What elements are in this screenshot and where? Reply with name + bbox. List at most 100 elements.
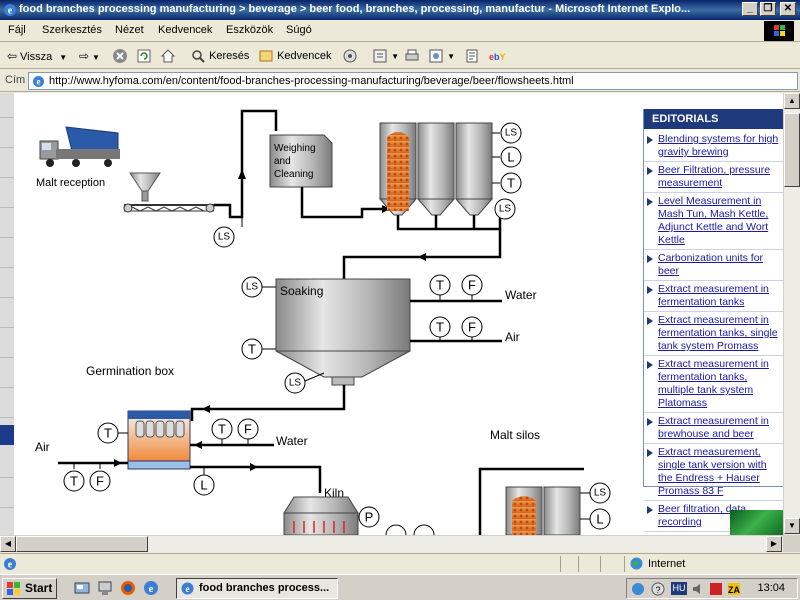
scroll-up-button[interactable]: ▲ <box>784 93 800 109</box>
left-frame-strip <box>0 93 14 535</box>
editorial-link[interactable]: Extract measurement in brewhouse and bee… <box>644 413 783 444</box>
editorial-link[interactable]: Beer Filtration, pressure measurement <box>644 162 783 193</box>
svg-text:LS: LS <box>289 378 302 389</box>
level-switch-badge <box>284 372 306 394</box>
vertical-scroll-thumb[interactable] <box>784 113 800 187</box>
scroll-down-button[interactable]: ▼ <box>784 518 800 534</box>
level-switch-badge <box>241 276 263 298</box>
stop-icon <box>113 49 127 64</box>
windows-logo-icon <box>764 21 794 41</box>
menu-edit[interactable]: Szerkesztés <box>42 24 102 36</box>
ebay-button[interactable]: ebY <box>488 47 506 65</box>
home-button[interactable] <box>160 47 176 65</box>
soaking-label: Soaking <box>280 284 323 298</box>
refresh-button[interactable] <box>136 47 152 65</box>
status-bar: e Internet <box>0 553 800 573</box>
air-label: Air <box>505 330 520 344</box>
editorial-link[interactable]: Extract measurement in fermentation tank… <box>644 312 783 356</box>
stop-button[interactable] <box>112 47 128 65</box>
toolbar: ⇦Vissza ▼ ⇨▼ Keresés Kedvencek ▼ ▼ ebY <box>0 43 800 69</box>
tray-antivirus-icon[interactable] <box>709 582 723 596</box>
close-button[interactable]: ✕ <box>780 2 796 16</box>
maximize-button[interactable]: ❐ <box>760 2 776 16</box>
vertical-scrollbar[interactable]: ▲ ▼ <box>783 93 800 535</box>
editorial-link[interactable]: Level Measurement in Mash Tun, Mash Kett… <box>644 193 783 250</box>
history-button[interactable]: ▼ <box>372 47 399 65</box>
scrollbar-corner <box>783 535 800 552</box>
malt-reception-label: Malt reception <box>36 177 105 189</box>
horizontal-scroll-thumb[interactable] <box>16 536 148 552</box>
temperature-badge <box>429 274 451 296</box>
editorial-link[interactable]: Food grade lubricants Brewery <box>644 532 783 535</box>
page-viewport: Malt reception Weighing and Cleaning <box>0 93 783 535</box>
scroll-left-button[interactable]: ◀ <box>0 536 16 552</box>
editorial-link[interactable]: Carbonization units for beer <box>644 250 783 281</box>
show-desktop-icon[interactable] <box>74 580 90 596</box>
temperature-badge <box>429 316 451 338</box>
ebay-icon: ebY <box>489 52 506 62</box>
level-badge <box>589 508 611 530</box>
editorial-link[interactable]: Beer filtration, data recording <box>644 501 783 532</box>
menu-help[interactable]: Súgó <box>286 24 312 36</box>
temperature-badge <box>500 172 522 194</box>
editorial-link[interactable]: Extract measurement in fermentation tank… <box>644 281 783 312</box>
temperature-badge <box>241 338 263 360</box>
back-button[interactable]: ⇦Vissza ▼ <box>4 47 67 65</box>
editorial-link[interactable]: Blending systems for high gravity brewin… <box>644 131 783 162</box>
media-button[interactable] <box>342 47 358 65</box>
germination-box <box>127 410 191 470</box>
temperature-badge <box>385 524 407 535</box>
horizontal-scrollbar[interactable]: ◀ ▶ <box>0 535 783 552</box>
air-label-germination: Air <box>35 440 50 454</box>
history-icon <box>373 49 387 63</box>
edit-icon <box>429 49 443 63</box>
editorial-link[interactable]: Extract measurement in fermentation tank… <box>644 356 783 413</box>
editorial-link[interactable]: Extract measurement, single tank version… <box>644 444 783 501</box>
malt-silos <box>505 486 581 535</box>
menu-file[interactable]: Fájl <box>8 24 26 36</box>
clock: 13:04 <box>757 582 785 594</box>
svg-text:ZA: ZA <box>728 585 740 595</box>
svg-text:LS: LS <box>499 204 512 215</box>
favorites-button[interactable]: Kedvencek <box>258 47 332 65</box>
svg-text:LS: LS <box>594 488 607 499</box>
forward-button[interactable]: ⇨▼ <box>76 47 100 65</box>
menu-tools[interactable]: Eszközök <box>226 24 274 36</box>
windows-flag-icon <box>7 582 20 595</box>
flow-badge <box>461 274 483 296</box>
tray-zone-alarm-icon[interactable]: ZA <box>727 582 741 596</box>
minimize-button[interactable]: _ <box>742 2 758 16</box>
network-icon[interactable] <box>97 580 113 596</box>
taskbar-ie-window[interactable]: e food branches process... <box>176 578 338 599</box>
temperature-badge <box>211 418 233 440</box>
flow-badge <box>413 524 435 535</box>
flow-badge <box>237 418 259 440</box>
svg-text:?: ? <box>655 585 660 595</box>
menu-favorites[interactable]: Kedvencek <box>158 24 213 36</box>
tray-help-icon[interactable]: ? <box>651 582 665 596</box>
title-bar: e food branches processing manufacturing… <box>0 0 800 20</box>
search-icon <box>192 50 205 63</box>
svg-text:T: T <box>507 176 515 191</box>
firefox-icon[interactable] <box>120 580 136 596</box>
tray-network-icon[interactable] <box>631 582 645 596</box>
search-button[interactable]: Keresés <box>190 47 249 65</box>
flow-badge <box>89 470 111 492</box>
edit-button[interactable]: ▼ <box>428 47 455 65</box>
tray-volume-icon[interactable] <box>691 582 705 596</box>
svg-text:e: e <box>186 584 190 594</box>
frame-selection-marker <box>0 425 14 445</box>
germination-box-label: Germination box <box>86 364 174 378</box>
start-button[interactable]: Start <box>2 578 57 599</box>
print-button[interactable] <box>404 47 420 65</box>
scroll-right-button[interactable]: ▶ <box>766 536 782 552</box>
weighing-cleaning-label: Cleaning <box>274 169 313 180</box>
svg-text:L: L <box>596 512 603 527</box>
internet-explorer-quicklaunch-icon[interactable]: e <box>143 580 159 596</box>
menu-view[interactable]: Nézet <box>115 24 144 36</box>
svg-text:e: e <box>8 6 13 17</box>
language-indicator[interactable]: HU <box>671 582 687 595</box>
page-status-icon: e <box>4 558 16 571</box>
address-input[interactable]: e http://www.hyfoma.com/en/content/food-… <box>28 72 798 90</box>
discuss-button[interactable] <box>464 47 480 65</box>
